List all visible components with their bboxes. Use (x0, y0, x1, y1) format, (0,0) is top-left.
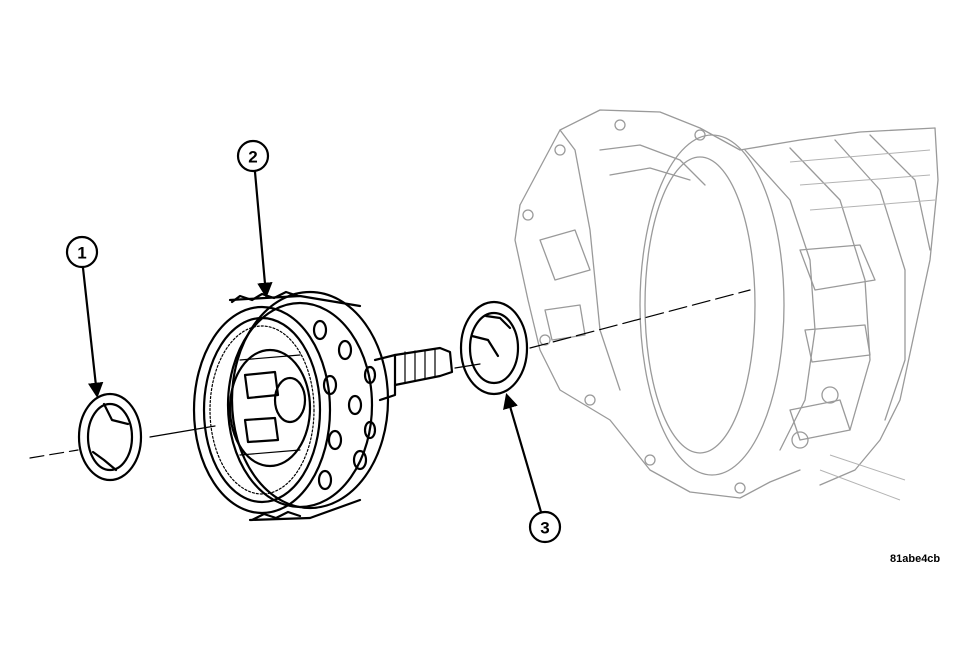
callout-2: 2 (236, 139, 270, 173)
center-axis-line (29, 289, 751, 459)
callout-3-label: 3 (540, 519, 549, 538)
transmission-case (514, 109, 939, 501)
leader-arrows (81, 170, 543, 514)
callout-1-label: 1 (77, 244, 86, 263)
reference-code: 81abe4cb (890, 553, 940, 565)
gear-assembly-2 (192, 290, 454, 522)
callout-1: 1 (65, 235, 99, 269)
thrust-washer-3 (459, 300, 529, 396)
callout-2-label: 2 (248, 148, 257, 167)
callout-3: 3 (528, 510, 562, 544)
thrust-washer-1 (77, 392, 143, 482)
